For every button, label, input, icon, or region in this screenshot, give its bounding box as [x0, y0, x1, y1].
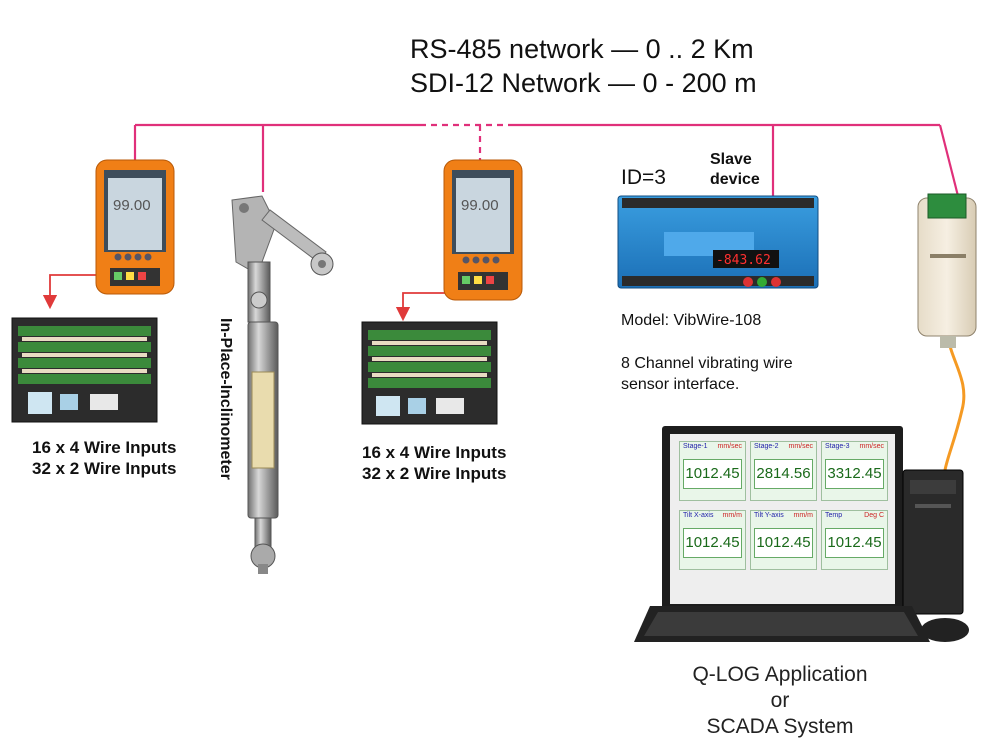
keyboard: [634, 606, 930, 642]
usb-cable: [943, 334, 966, 471]
inputs-label-line: 16 x 4 Wire Inputs: [32, 438, 177, 457]
computer-caption-line: Q-LOG Application: [692, 663, 868, 686]
inclinometer-label: In-Place-Inclinometer: [217, 318, 234, 480]
computer-caption: Q-LOG Application or SCADA System: [630, 662, 930, 740]
dashboard-cell-name: Temp: [825, 512, 843, 519]
dashboard-cell-name: Stage-3: [825, 443, 850, 450]
dashboard-cell-1: Stage-1 mm/sec 1012.45: [679, 441, 746, 501]
dashboard-cell-value: 1012.45: [683, 528, 742, 558]
dashboard-cell-value: 1012.45: [683, 459, 742, 489]
inputs-label-left: 16 x 4 Wire Inputs 32 x 2 Wire Inputs: [32, 437, 176, 479]
dashboard-cell-unit: mm/sec: [859, 443, 885, 450]
dashboard-cell-value: 2814.56: [754, 459, 813, 489]
inclinometer-label-wrapper: In-Place-Inclinometer: [217, 318, 246, 498]
dashboard-cell-4: Tilt X-axis mm/m 1012.45: [679, 510, 746, 570]
dashboard-cell-5: Tilt Y-axis mm/m 1012.45: [750, 510, 817, 570]
local-link-left: [42, 274, 104, 310]
handheld-display-left: 99.00: [113, 197, 151, 214]
computer-tower: [902, 469, 964, 615]
computer-caption-line: or: [770, 689, 790, 712]
dashboard-cell-unit: mm/sec: [788, 443, 814, 450]
vibwire-model-label: Model: VibWire-108: [621, 312, 762, 329]
slave-device-label: Slave device: [710, 150, 760, 190]
dashboard-cell-2: Stage-2 mm/sec 2814.56: [750, 441, 817, 501]
vibwire-led-display: -843.62: [716, 253, 771, 268]
vibwire-interface-box: [617, 195, 819, 289]
dashboard-cell-name: Stage-1: [683, 443, 708, 450]
terminal-board-middle: [361, 321, 498, 425]
computer-caption-line: SCADA System: [706, 715, 854, 738]
inputs-label-line: 16 x 4 Wire Inputs: [362, 443, 507, 462]
dashboard-cell-name: Stage-2: [754, 443, 779, 450]
dashboard-cell-unit: mm/sec: [717, 443, 743, 450]
bus-line: [133, 123, 960, 200]
terminal-board-left: [11, 317, 158, 423]
vibwire-description-line: sensor interface.: [621, 376, 740, 393]
dashboard-cell-value: 1012.45: [754, 528, 813, 558]
inclinometer-probe: [231, 195, 334, 574]
dashboard-cell-value: 3312.45: [825, 459, 884, 489]
dashboard-cell-name: Tilt X-axis: [683, 512, 714, 519]
slave-label-line: Slave: [710, 151, 752, 168]
network-rs485-label: RS-485 network — 0 .. 2 Km: [410, 34, 754, 64]
mouse: [921, 618, 969, 642]
dashboard-cell-unit: Deg C: [864, 512, 884, 519]
handheld-readout-left: [95, 159, 175, 295]
dashboard-cell-6: Temp Deg C 1012.45: [821, 510, 888, 570]
handheld-readout-middle: [443, 159, 523, 301]
dashboard-cell-unit: mm/m: [722, 512, 742, 519]
dashboard-cell-value: 1012.45: [825, 528, 884, 558]
inputs-label-line: 32 x 2 Wire Inputs: [362, 464, 507, 483]
local-link-middle: [395, 292, 452, 322]
inputs-label-line: 32 x 2 Wire Inputs: [32, 459, 177, 478]
dashboard-cell-3: Stage-3 mm/sec 3312.45: [821, 441, 888, 501]
inputs-label-middle: 16 x 4 Wire Inputs 32 x 2 Wire Inputs: [362, 442, 506, 484]
dashboard-cell-unit: mm/m: [793, 512, 813, 519]
handheld-display-middle: 99.00: [461, 197, 499, 214]
vibwire-id-label: ID=3: [621, 166, 666, 189]
vibwire-description-line: 8 Channel vibrating wire: [621, 355, 793, 372]
rs485-usb-converter: [917, 193, 977, 348]
slave-label-line: device: [710, 171, 760, 188]
network-sdi12-label: SDI-12 Network — 0 - 200 m: [410, 68, 757, 98]
dashboard-cell-name: Tilt Y-axis: [754, 512, 784, 519]
vibwire-description: 8 Channel vibrating wire sensor interfac…: [621, 353, 793, 395]
